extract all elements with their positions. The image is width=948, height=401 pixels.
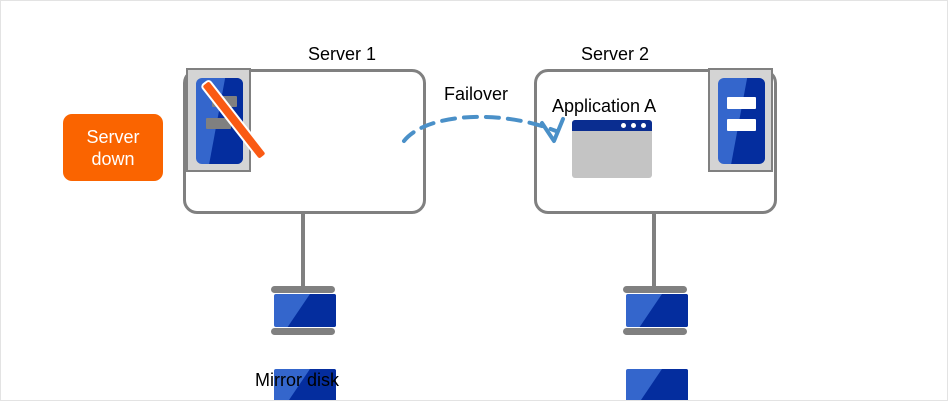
- disk-cap-mid: [271, 328, 335, 335]
- disk-platter-1: [626, 294, 688, 327]
- disk-cap-mid: [623, 328, 687, 335]
- window-dot-3: [641, 123, 646, 128]
- server-2-title: Server 2: [581, 44, 650, 64]
- window-titlebar: [572, 120, 652, 131]
- application-a-label: Application A: [552, 96, 657, 116]
- server-down-badge: Server down: [63, 114, 163, 181]
- mirror-disk-right: [621, 286, 689, 400]
- window-dot-2: [631, 123, 636, 128]
- mirror-disk-left: [269, 286, 337, 400]
- server-down-badge-line2: down: [91, 148, 135, 169]
- server-unit-disabled-icon: [186, 68, 269, 172]
- failover-arrow-icon: [402, 114, 565, 143]
- failover-label: Failover: [444, 84, 509, 104]
- server-1-title: Server 1: [308, 44, 377, 64]
- disk-cap-top: [271, 286, 335, 293]
- disk-cap-top: [623, 286, 687, 293]
- server-unit-icon: [708, 68, 773, 172]
- window-dot-1: [621, 123, 626, 128]
- mirror-disk-label: Mirror disk: [255, 370, 339, 390]
- disk-platter-2: [626, 369, 688, 400]
- server-1-disk-connector: [301, 214, 305, 289]
- application-window-icon: [572, 120, 652, 178]
- disk-platter-2: [274, 369, 336, 400]
- server-2-disk-connector: [652, 214, 656, 289]
- server-tower-shape: [718, 78, 765, 164]
- server-down-badge-line1: Server: [86, 126, 140, 147]
- disk-platter-1: [274, 294, 336, 327]
